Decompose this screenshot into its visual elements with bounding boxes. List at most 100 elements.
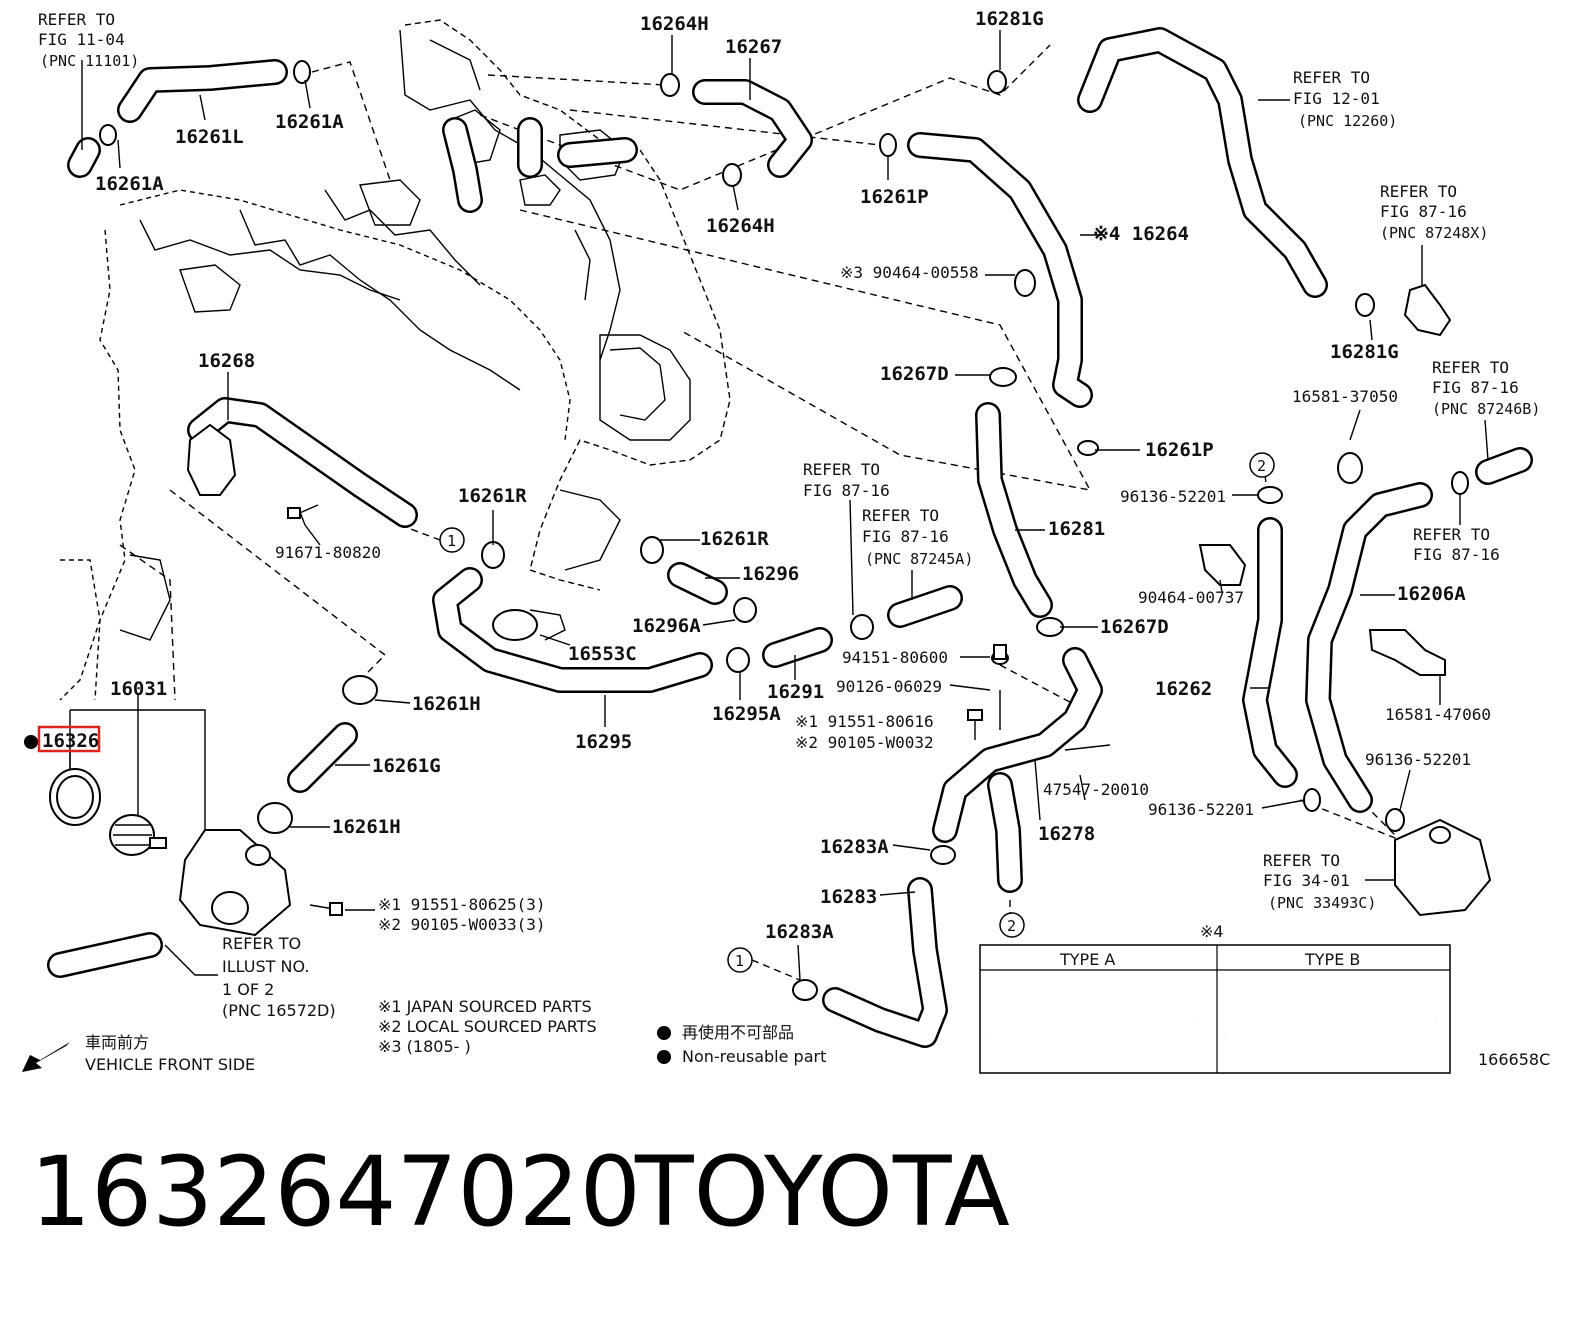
label-16283: 16283 xyxy=(820,886,877,908)
refer-illust-16572d: REFER TO ILLUST NO. 1 OF 2 (PNC 16572D) xyxy=(222,934,336,1020)
label-91671-80820: 91671-80820 xyxy=(275,543,381,562)
label-94151-80600: 94151-80600 xyxy=(842,648,948,667)
svg-text:(PNC 87245A): (PNC 87245A) xyxy=(865,550,973,568)
svg-text:2: 2 xyxy=(1257,457,1266,475)
oil-cooler xyxy=(1394,818,1492,917)
connection-lines xyxy=(119,44,1401,981)
svg-text:FIG 87-16: FIG 87-16 xyxy=(803,481,890,500)
svg-text:1: 1 xyxy=(735,952,744,970)
marker-circle-2b: 2 xyxy=(999,912,1025,938)
refer-fig-87-16-right: REFER TO FIG 87-16 xyxy=(1413,525,1500,564)
svg-text:(PNC 33493C): (PNC 33493C) xyxy=(1268,894,1376,912)
svg-text:(PNC 16572D): (PNC 16572D) xyxy=(222,1001,336,1020)
label-16295A: 16295A xyxy=(712,703,781,725)
svg-text:FIG 11-04: FIG 11-04 xyxy=(38,30,125,49)
svg-text:(PNC 87246B): (PNC 87246B) xyxy=(1432,400,1540,418)
marker-circle-2a: 2 xyxy=(1249,452,1275,478)
non-reusable-dot xyxy=(24,735,38,749)
refer-fig-87-16-87245a: REFER TO FIG 87-16 (PNC 87245A) xyxy=(862,506,973,568)
part-labels: 16261L 16261A 16261A 16264H 16267 16264H… xyxy=(24,8,1491,943)
label-16281G: 16281G xyxy=(1330,341,1399,363)
front-arrow-icon xyxy=(22,1042,70,1072)
label-16283A: 16283A xyxy=(820,836,889,858)
circle-markers: 1 1 2 2 xyxy=(439,452,1275,973)
type-b-label: TYPE B xyxy=(1304,950,1360,969)
highlight-box-16326 xyxy=(37,725,101,753)
svg-text:FIG 87-16: FIG 87-16 xyxy=(1432,378,1519,397)
svg-text:FIG 87-16: FIG 87-16 xyxy=(1380,202,1467,221)
front-jp: 車両前方 xyxy=(85,1033,149,1052)
label-16261A: 16261A xyxy=(275,111,344,133)
svg-text:REFER TO: REFER TO xyxy=(1432,358,1509,377)
label-16261P: 16261P xyxy=(1145,439,1214,461)
vehicle-front: 車両前方 VEHICLE FRONT SIDE xyxy=(22,1033,255,1074)
label-16268: 16268 xyxy=(198,350,255,372)
svg-text:REFER TO: REFER TO xyxy=(1263,851,1340,870)
label-16267D: 16267D xyxy=(880,363,949,385)
label-91551-80625: ※1 91551-80625(3) xyxy=(378,895,546,914)
front-en: VEHICLE FRONT SIDE xyxy=(85,1055,255,1074)
svg-text:(PNC 87248X): (PNC 87248X) xyxy=(1380,224,1488,242)
types-box: ※4 TYPE A TYPE B xyxy=(979,922,1451,1074)
label-16267D: 16267D xyxy=(1100,616,1169,638)
marker-circle-1b: 1 xyxy=(727,947,753,973)
bracket-16581-47060 xyxy=(1368,629,1446,676)
legend: 再使用不可部品 Non-reusable part xyxy=(657,1023,826,1066)
svg-text:REFER TO: REFER TO xyxy=(1293,68,1370,87)
refer-fig-11-04: REFER TO FIG 11-04 (PNC 11101) xyxy=(38,10,139,70)
svg-text:REFER TO: REFER TO xyxy=(222,934,301,953)
label-90464-00737: 90464-00737 xyxy=(1138,588,1244,607)
label-16261H: 16261H xyxy=(332,816,401,838)
label-96136-52201: 96136-52201 xyxy=(1365,750,1471,769)
label-90105-W0033: ※2 90105-W0033(3) xyxy=(378,915,546,934)
label-16031: 16031 xyxy=(110,678,167,700)
label-16278: 16278 xyxy=(1038,823,1095,845)
label-16326: 16326 xyxy=(42,730,99,752)
label-96136-52201: 96136-52201 xyxy=(1120,487,1226,506)
svg-text:FIG 34-01: FIG 34-01 xyxy=(1263,871,1350,890)
components xyxy=(49,283,1492,937)
svg-text:REFER TO: REFER TO xyxy=(1380,182,1457,201)
legend-jp: 再使用不可部品 xyxy=(682,1023,794,1042)
label-16296: 16296 xyxy=(742,563,799,585)
label-16261L: 16261L xyxy=(175,126,244,148)
label-16281: 16281 xyxy=(1048,518,1105,540)
label-16261P: 16261P xyxy=(860,186,929,208)
label-90464-00558: ※3 90464-00558 xyxy=(840,263,979,282)
joint-87248x xyxy=(1403,283,1452,337)
svg-text:REFER TO: REFER TO xyxy=(38,10,115,29)
label-16291: 16291 xyxy=(767,681,824,703)
svg-text:(PNC 11101): (PNC 11101) xyxy=(40,52,139,70)
svg-text:REFER TO: REFER TO xyxy=(1413,525,1490,544)
label-16261H: 16261H xyxy=(412,693,481,715)
label-16264H: 16264H xyxy=(706,215,775,237)
label-16283A: 16283A xyxy=(765,921,834,943)
label-91551-80616: ※1 91551-80616 xyxy=(795,712,934,731)
water-inlet xyxy=(178,829,292,937)
label-47547-20010: 47547-20010 xyxy=(1043,780,1149,799)
label-96136-52201: 96136-52201 xyxy=(1148,800,1254,819)
label-16581-47060: 16581-47060 xyxy=(1385,705,1491,724)
label-16261R: 16261R xyxy=(458,485,527,507)
label-16581-37050: 16581-37050 xyxy=(1292,387,1398,406)
thermostat-16031 xyxy=(109,814,167,856)
bracket-16268 xyxy=(186,423,237,496)
label-16553C: 16553C xyxy=(568,643,637,665)
label-16261G: 16261G xyxy=(372,755,441,777)
svg-text:FIG 87-16: FIG 87-16 xyxy=(1413,545,1500,564)
label-16281G: 16281G xyxy=(975,8,1044,30)
label-90105-W0032: ※2 90105-W0032 xyxy=(795,733,934,752)
label-16267: 16267 xyxy=(725,36,782,58)
svg-text:2: 2 xyxy=(1007,917,1016,935)
figure-code: 166658C xyxy=(1478,1050,1550,1069)
label-16264: ※4 16264 xyxy=(1093,223,1189,245)
svg-text:FIG 87-16: FIG 87-16 xyxy=(862,527,949,546)
leader-lines xyxy=(69,30,1489,981)
note-date-range: ※3 (1805- ) xyxy=(378,1037,471,1056)
label-16296A: 16296A xyxy=(632,615,701,637)
type-a-label: TYPE A xyxy=(1059,950,1115,969)
clip-90464-00737 xyxy=(1198,544,1247,586)
label-16261A: 16261A xyxy=(95,173,164,195)
label-16262: 16262 xyxy=(1155,678,1212,700)
